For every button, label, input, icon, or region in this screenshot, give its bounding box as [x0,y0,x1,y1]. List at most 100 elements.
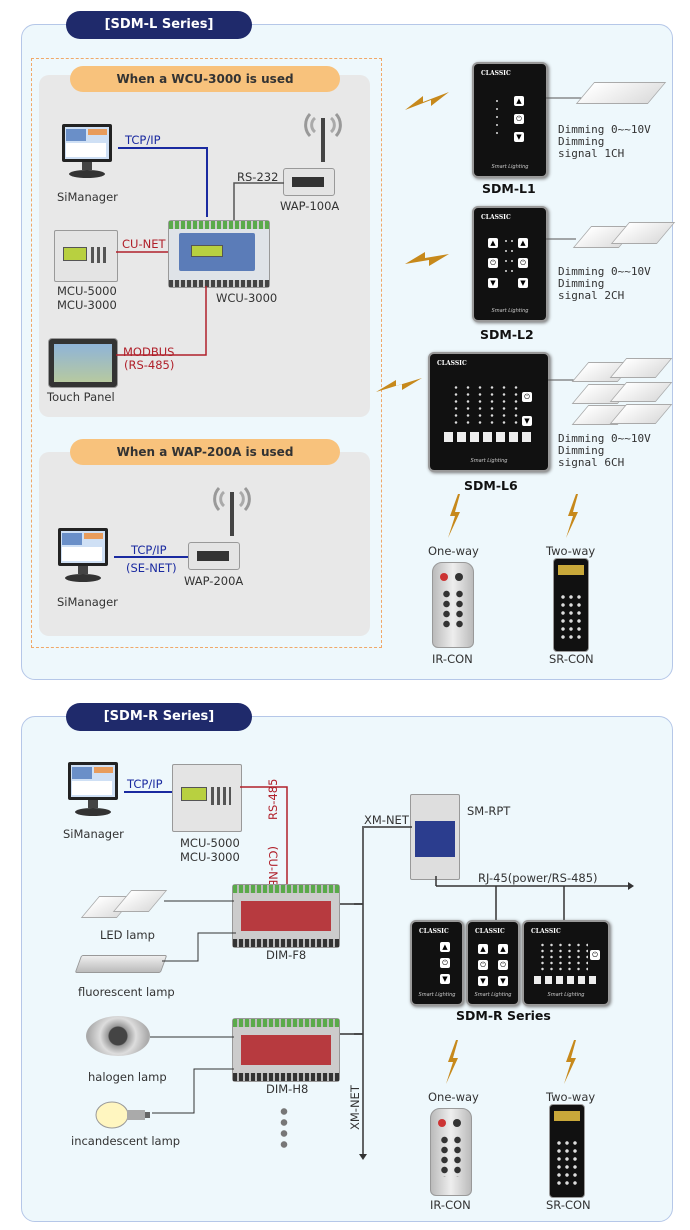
more-dots [280,1106,288,1150]
simanager-computer-icon [56,122,118,184]
twoway-r-label: Two-way [546,1090,596,1104]
rj45-label: RJ-45(power/RS-485) [478,871,598,885]
ir-con-r-remote-icon [430,1108,472,1196]
cunet-line [116,251,170,253]
simanager-label: SiManager [57,190,118,204]
sdm-l-dashed-box [31,58,382,648]
srcon-r-label: SR-CON [546,1198,591,1212]
down-button-icon: ▼ [514,132,524,142]
tcpip-r-label: TCP/IP [127,777,163,791]
xmnet-dim-connect [336,903,362,1035]
halogen-label: halogen lamp [88,1070,167,1084]
sdm-l1-panel: CLASSIC ▲ ⏻ ▼ Smart Lighting [472,62,548,178]
wcu3000-device [168,220,270,288]
power-button-icon: ⏻ [514,114,524,124]
mcu-device [54,230,118,282]
wcu-section-title: When a WCU-3000 is used [70,66,340,92]
wap100a-device [283,168,335,196]
dim-h8-device [232,1018,340,1082]
sdm-l6-dimming: Dimming 0~~10V [558,432,651,445]
led-grid [450,384,520,424]
touch-panel-device [48,338,118,388]
sdm-l2-label: SDM-L2 [480,327,534,342]
led-lamp-label: LED lamp [100,928,155,942]
sdm-l1-signal: signal 1CH [558,147,625,160]
wireless-bolt-1 [405,92,449,110]
wap200a-antenna-icon [205,480,259,536]
ircon-label: IR-CON [432,652,473,666]
sdm-r-tab: [SDM-R Series] [66,703,252,731]
sdm-l2-signal: signal 2CH [558,289,625,302]
mcu3000-label: MCU-3000 [57,298,117,312]
sdm-l1-label: SDM-L1 [482,181,536,196]
sdm-l2-line [546,238,576,240]
wireless-bolt-ir [448,494,460,538]
mcu5000-label: MCU-5000 [57,284,117,298]
sm-rpt-label: SM-RPT [467,804,511,818]
rj45-line [435,876,634,922]
dim-h8-label: DIM-H8 [266,1082,309,1096]
cunet-label: CU-NET [122,237,166,251]
sdm-l2-dimming2: Dimming [558,277,605,290]
modbus-line [116,286,207,356]
sdm-l1-dimming: Dimming 0~~10V [558,123,651,136]
rs485-r-line [240,786,288,888]
wap100a-label: WAP-100A [280,199,340,213]
wireless-bolt-sr [566,494,578,538]
senet-line [114,556,188,558]
sdm-l2-dimming: Dimming 0~~10V [558,265,651,278]
wap200a-device [188,542,240,570]
fluorescent-lamp-icon [74,955,168,973]
tcpip-label: TCP/IP [125,133,161,147]
sr-con-remote-icon [553,558,589,652]
halogen-lamp-icon [86,1016,150,1056]
oneway-r-label: One-way [428,1090,479,1104]
sdm-r-series-label: SDM-R Series [456,1008,551,1023]
mcu5000-r-label: MCU-5000 [180,836,240,850]
up-button-icon: ▲ [514,96,524,106]
mcu3000-r-label: MCU-3000 [180,850,240,864]
xmnet-top-line [362,826,412,828]
simanager2-label: SiManager [57,595,118,609]
fluorescent-line [162,932,236,962]
tcpip2-label: TCP/IP [131,543,167,557]
simanager-r-computer-icon [62,760,124,822]
simanager2-computer-icon [52,526,114,588]
mcu-r-device [172,764,242,832]
halogen-line [150,1036,234,1038]
wap200a-label: WAP-200A [184,574,244,588]
wcu3000-label: WCU-3000 [216,291,278,305]
sdm-l6-panel: CLASSIC ⏻ ▼ Smart Lighting [428,352,550,472]
sdm-r2-panel: CLASSIC ▲▲ ⏻⏻ ▼▼ Smart Lighting [466,920,520,1006]
modbus-label: MODBUS [123,345,175,359]
dim-f8-device [232,884,340,948]
ir-con-remote-icon [432,562,474,648]
xmnet-label: XM-NET [364,813,409,827]
wireless-bolt-sr-r [564,1040,576,1084]
wireless-bolt-ir-r [446,1040,458,1084]
senet-label: (SE-NET) [126,561,177,575]
simanager-r-label: SiManager [63,827,124,841]
sdm-l6-label: SDM-L6 [464,478,518,493]
rs485-r-label: RS-485 [266,778,280,820]
sdm-r6-panel: CLASSIC ⏻ Smart Lighting [522,920,610,1006]
srcon-label: SR-CON [549,652,594,666]
wireless-bolt-3 [376,378,422,392]
fluorescent-label: fluorescent lamp [78,985,175,999]
tcpip-r-line [124,791,176,793]
wap-section-title: When a WAP-200A is used [70,439,340,465]
wireless-bolt-2 [405,252,449,266]
sdm-l6-signal: signal 6CH [558,456,625,469]
oneway-label: One-way [428,544,479,558]
incandescent-bulb-icon [94,1100,152,1130]
incandescent-label: incandescent lamp [71,1134,181,1148]
sm-rpt-device [410,794,460,880]
sdm-l6-dimming2: Dimming [558,444,605,457]
sdm-l6-line [548,379,574,381]
wap100a-antenna-icon [296,106,350,162]
xmnet-vertical-label: XM-NET [348,1085,362,1130]
sdm-l2-panel: CLASSIC ▲▲ ⏻⏻ ▼▼ Smart Lighting [472,206,548,322]
led-lamp-line [164,900,234,902]
sdm-l1-dimming2: Dimming [558,135,605,148]
incandescent-line [152,1068,234,1114]
